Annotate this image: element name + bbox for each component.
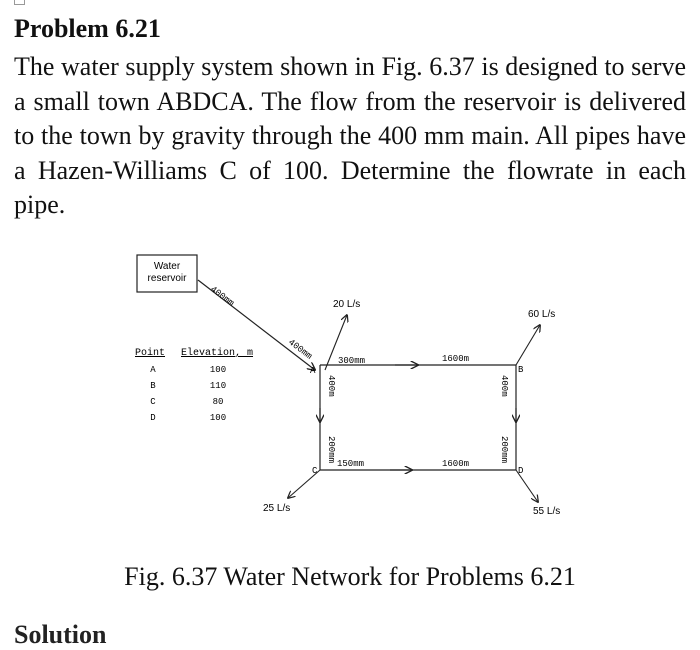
pipe-ac-upper: 400m bbox=[326, 375, 336, 397]
problem-title: Problem 6.21 bbox=[14, 14, 161, 43]
table-row-point: A bbox=[150, 365, 156, 375]
reservoir-box bbox=[136, 254, 198, 293]
flow-arrow-a bbox=[324, 315, 347, 371]
solution-heading-partial: Solution bbox=[14, 620, 107, 649]
table-row-point: C bbox=[150, 397, 156, 407]
table-row-point: B bbox=[150, 381, 156, 391]
pipe-bd-upper: 400m bbox=[499, 375, 509, 397]
reservoir-label-line2: reservoir bbox=[148, 273, 188, 284]
table-row-elevation: 110 bbox=[210, 381, 226, 391]
node-d-label: D bbox=[518, 466, 523, 476]
water-network-figure: Water reservoir 400mm 400mm 20 L/s 300mm… bbox=[135, 254, 560, 517]
flow-label-a: 20 L/s bbox=[333, 299, 360, 310]
elevation-table: Point Elevation, m A 100 B 110 C 80 D 10… bbox=[135, 347, 253, 423]
table-row-elevation: 100 bbox=[210, 413, 226, 423]
node-c-label: C bbox=[312, 466, 318, 476]
flow-arrow-d bbox=[515, 469, 538, 502]
main-pipe bbox=[197, 279, 315, 370]
flow-arrow-c bbox=[288, 469, 321, 498]
pipe-cd-length: 1600m bbox=[442, 459, 469, 469]
reservoir-label-line1: Water bbox=[154, 261, 181, 272]
pipe-ab-length: 1600m bbox=[442, 354, 469, 364]
pipe-ab-diameter: 300mm bbox=[338, 356, 365, 366]
table-header-point: Point bbox=[135, 347, 165, 359]
table-row-point: D bbox=[150, 413, 155, 423]
checkbox-icon[interactable] bbox=[14, 0, 25, 5]
main-label-upper: 400mm bbox=[208, 284, 236, 308]
pipe-bd-lower: 200mm bbox=[499, 436, 509, 463]
table-row-elevation: 80 bbox=[213, 397, 224, 407]
pipe-ac-lower: 200mm bbox=[326, 436, 336, 463]
figure-caption: Fig. 6.37 Water Network for Problems 6.2… bbox=[124, 562, 576, 591]
pipe-cd-diameter: 150mm bbox=[337, 459, 364, 469]
problem-statement: The water supply system shown in Fig. 6.… bbox=[14, 52, 686, 219]
node-a-label: A bbox=[310, 366, 316, 376]
table-row-elevation: 100 bbox=[210, 365, 226, 375]
flow-label-d: 55 L/s bbox=[533, 506, 560, 517]
flow-label-b: 60 L/s bbox=[528, 309, 555, 320]
flow-label-c: 25 L/s bbox=[263, 503, 290, 514]
table-header-elevation: Elevation, m bbox=[181, 347, 253, 359]
node-b-label: B bbox=[518, 365, 524, 375]
flow-arrow-b bbox=[515, 325, 540, 366]
